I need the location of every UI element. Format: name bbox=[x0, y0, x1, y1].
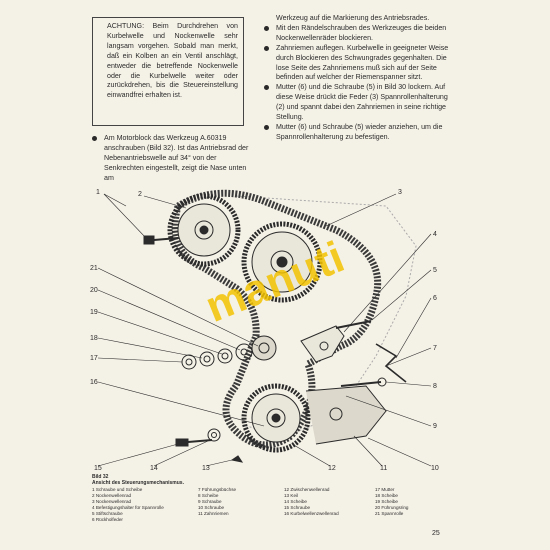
callout-11: 11 bbox=[380, 465, 387, 472]
bullet-text: Zahnriemen auflegen. Kurbelwelle in geei… bbox=[276, 43, 449, 82]
right-bullet-4: Mutter (6) und Schraube (5) wieder anzie… bbox=[264, 123, 456, 143]
legend-item: 10 Schraube bbox=[198, 505, 225, 510]
legend-item: 6 Rückholfeder bbox=[92, 517, 123, 522]
callout-3: 3 bbox=[398, 189, 402, 196]
callout-15: 15 bbox=[94, 465, 102, 472]
legend-column-4: 17 Mutter 18 Scheibe 19 Scheibe 20 Führu… bbox=[375, 487, 455, 523]
callout-leaders bbox=[97, 193, 432, 467]
legend-item: 8 Scheibe bbox=[198, 493, 219, 498]
callout-18: 18 bbox=[90, 335, 98, 342]
callout-5: 5 bbox=[433, 267, 437, 274]
callout-7: 7 bbox=[433, 345, 437, 352]
legend-column-2: 7 Führungsbüchse 8 Scheibe 9 Schraube 10… bbox=[198, 487, 278, 523]
legend-item: 21 Spannrolle bbox=[375, 511, 404, 516]
bullet-icon bbox=[264, 25, 269, 31]
intermediate-gear bbox=[241, 383, 311, 453]
legend-item: 17 Mutter bbox=[375, 487, 395, 492]
right-bullet-2: Zahnriemen auflegen. Kurbelwelle in geei… bbox=[264, 44, 456, 84]
bolt-and-washer bbox=[143, 235, 179, 245]
legend-item: 3 Nockenwellenrad bbox=[92, 499, 132, 504]
callout-17: 17 bbox=[90, 355, 98, 362]
bullet-icon bbox=[264, 85, 269, 91]
legend-item: 20 Führungsring bbox=[375, 505, 409, 510]
callout-9: 9 bbox=[433, 423, 437, 430]
camshaft-gear-left bbox=[167, 193, 241, 267]
return-spring bbox=[340, 343, 407, 387]
bullet-text: Mit den Rändelschrauben des Werkzeuges d… bbox=[276, 23, 447, 42]
camshaft-gear-right bbox=[241, 221, 323, 303]
left-paragraph: Am Motorblock das Werkzeug A.60319 ansch… bbox=[92, 134, 252, 184]
bullet-icon bbox=[92, 136, 97, 141]
legend-item: 2 Nockenwellenrad bbox=[92, 493, 132, 498]
page-number: 25 bbox=[432, 530, 440, 537]
watermark-text: manuti bbox=[199, 236, 346, 326]
legend-item: 16 Kurbelwellenzwellenrad bbox=[284, 511, 339, 516]
legend-item: 18 Scheibe bbox=[375, 493, 398, 498]
figure-legend: 1 Schraube und Scheibe 2 Nockenwellenrad… bbox=[92, 487, 462, 523]
caption-title: Bild 32 bbox=[92, 474, 109, 480]
right-column: Werkzeug auf die Markierung des Antriebs… bbox=[264, 14, 456, 143]
warning-box: ACHTUNG: Beim Durchdrehen von Kurbelwell… bbox=[92, 17, 244, 126]
continuation-text: Werkzeug auf die Markierung des Antriebs… bbox=[276, 14, 430, 22]
callout-16: 16 bbox=[90, 379, 98, 386]
crankshaft bbox=[305, 385, 387, 445]
left-paragraph-text: Am Motorblock das Werkzeug A.60319 ansch… bbox=[104, 134, 249, 182]
caption-subtitle: Ansicht des Steuerungsmechanismus. bbox=[92, 480, 184, 486]
bullet-icon bbox=[264, 124, 269, 130]
legend-item: 7 Führungsbüchse bbox=[198, 487, 237, 492]
legend-item: 14 Scheibe bbox=[284, 499, 307, 504]
washer-set bbox=[181, 343, 253, 370]
legend-item: 15 Schraube bbox=[284, 505, 311, 510]
continuation-paragraph: Werkzeug auf die Markierung des Antriebs… bbox=[264, 14, 456, 24]
legend-item: 19 Scheibe bbox=[375, 499, 398, 504]
legend-item: 13 Keil bbox=[284, 493, 299, 498]
figure-caption: Bild 32 Ansicht des Steuerungsmechanismu… bbox=[92, 474, 184, 486]
left-column: Am Motorblock das Werkzeug A.60319 ansch… bbox=[92, 134, 252, 184]
callout-10: 10 bbox=[431, 465, 439, 472]
legend-item: 5 Stiftschraube bbox=[92, 511, 123, 516]
callout-20: 20 bbox=[90, 287, 98, 294]
callout-4: 4 bbox=[433, 231, 437, 238]
callout-8: 8 bbox=[433, 383, 437, 390]
tensioner-bracket bbox=[300, 320, 372, 363]
callout-14: 14 bbox=[150, 465, 158, 472]
callout-1: 1 bbox=[96, 189, 100, 196]
key-washer-bolt bbox=[175, 428, 244, 463]
right-bullet-3: Mutter (6) und die Schraube (5) in Bild … bbox=[264, 83, 456, 123]
legend-item: 4 Befestigungshalter für Spannrolle bbox=[92, 505, 164, 510]
timing-mechanism-diagram: 1 2 3 4 5 6 7 8 9 10 11 12 13 14 15 16 1… bbox=[90, 189, 439, 472]
legend-column-1: 1 Schraube und Scheibe 2 Nockenwellenrad… bbox=[92, 487, 192, 523]
legend-column-3: 12 Zwischenwellenrad 13 Keil 14 Scheibe … bbox=[284, 487, 369, 523]
right-bullet-1: Mit den Rändelschrauben des Werkzeuges d… bbox=[264, 24, 456, 44]
watermark-logo: manuti bbox=[199, 236, 346, 326]
legend-item: 12 Zwischenwellenrad bbox=[284, 487, 330, 492]
callout-2: 2 bbox=[138, 191, 142, 198]
engine-block-outline bbox=[235, 195, 417, 437]
bullet-text: Mutter (6) und Schraube (5) wieder anzie… bbox=[276, 122, 443, 141]
callout-21: 21 bbox=[90, 265, 98, 272]
warning-text: ACHTUNG: Beim Durchdrehen von Kurbelwell… bbox=[107, 22, 238, 100]
callout-12: 12 bbox=[328, 465, 336, 472]
callout-6: 6 bbox=[433, 295, 437, 302]
tensioner-roller bbox=[251, 335, 277, 361]
callout-19: 19 bbox=[90, 309, 98, 316]
bullet-icon bbox=[264, 45, 269, 51]
legend-item: 9 Schraube bbox=[198, 499, 222, 504]
legend-item: 11 Zahnriemen bbox=[198, 511, 229, 516]
callout-13: 13 bbox=[202, 465, 210, 472]
bullet-text: Mutter (6) und die Schraube (5) in Bild … bbox=[276, 83, 448, 122]
legend-item: 1 Schraube und Scheibe bbox=[92, 487, 143, 492]
